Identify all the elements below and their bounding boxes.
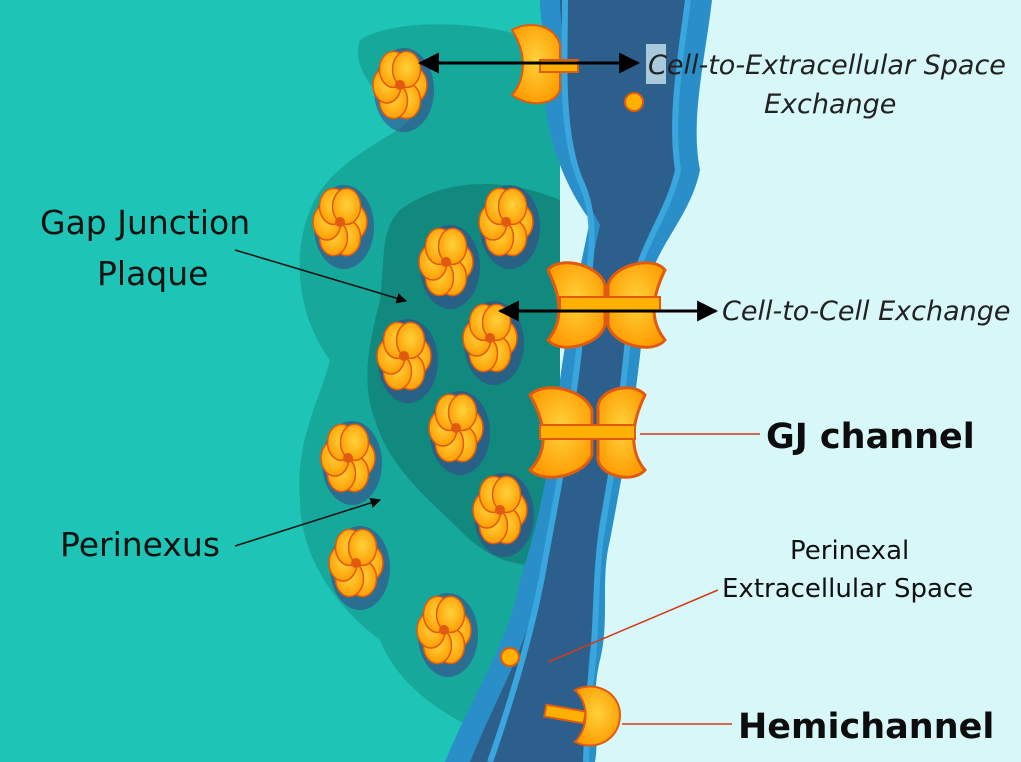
cell-to-extracellular-label-line2: Exchange bbox=[764, 89, 896, 120]
molecule-upper bbox=[625, 93, 643, 111]
gj-channel-lower bbox=[530, 388, 645, 477]
gap-junction-label-line2: Plaque bbox=[97, 254, 208, 293]
cell-to-extracellular-label-line1: Cell-to-Extracellular Space bbox=[648, 50, 1006, 81]
hemichannel-label: Hemichannel bbox=[738, 707, 994, 747]
molecule-lower bbox=[501, 648, 519, 666]
gj-channel-label: GJ channel bbox=[766, 417, 975, 457]
perinexal-label-line2: Extracellular Space bbox=[722, 574, 973, 604]
gap-junction-label-line1: Gap Junction bbox=[40, 203, 250, 242]
perinexal-label-line1: Perinexal bbox=[790, 536, 909, 566]
perinexus-label: Perinexus bbox=[60, 525, 220, 564]
cell-to-cell-label: Cell-to-Cell Exchange bbox=[722, 296, 1011, 327]
